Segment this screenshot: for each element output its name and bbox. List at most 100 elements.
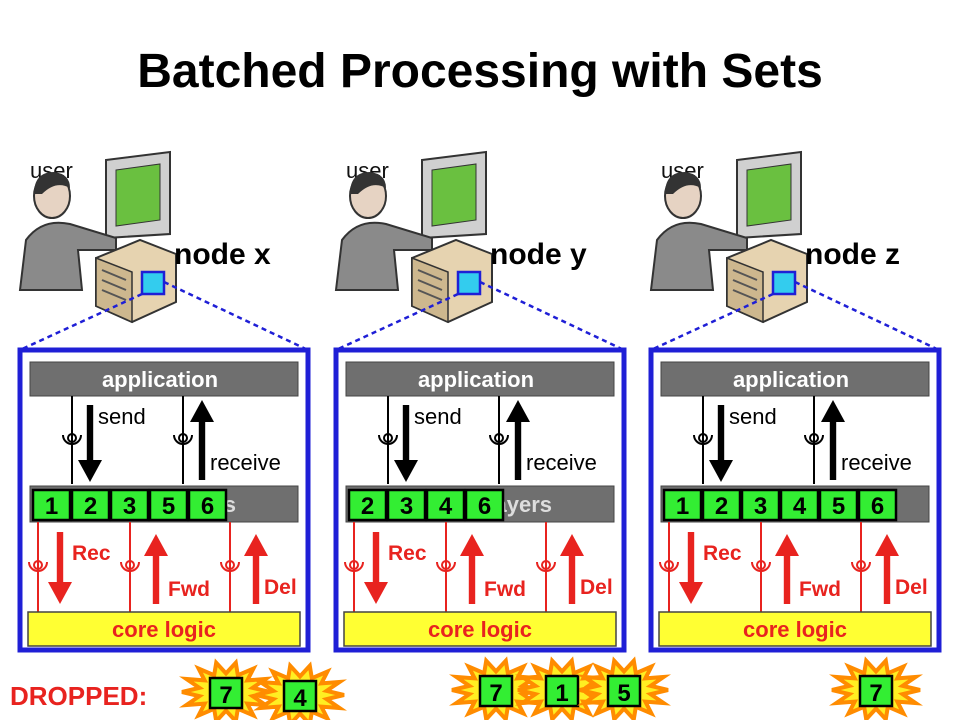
application-label: application — [418, 367, 534, 392]
projection-line — [650, 292, 774, 352]
core-sensor-icon — [120, 560, 140, 572]
dropped-item-label: 4 — [293, 685, 307, 712]
send-label: send — [98, 404, 146, 429]
application-bar — [345, 361, 615, 397]
set-item-badge: 5 — [818, 488, 859, 522]
node-chip-icon — [771, 270, 797, 296]
set-item-label: 3 — [400, 493, 413, 520]
core-logic-bar — [658, 611, 932, 647]
dropped-item: 7 — [829, 656, 923, 720]
set-item-label: 4 — [793, 493, 807, 520]
screen-icon — [115, 163, 161, 227]
core-sensor-icon — [751, 560, 771, 572]
projection-line — [479, 280, 625, 352]
fwd-label: Fwd — [168, 578, 210, 601]
set-item-badge: 6 — [187, 488, 228, 522]
fwd-arrow — [775, 534, 799, 604]
rec-arrow — [48, 532, 72, 604]
application-label: application — [102, 367, 218, 392]
receive-arrow — [506, 400, 530, 480]
core-sensor-icon — [28, 560, 48, 572]
dropped-item-label: 5 — [617, 680, 630, 707]
send-arrow — [394, 405, 418, 482]
dropped-label: DROPPED: — [10, 681, 147, 711]
dropped-item: 4 — [253, 661, 347, 720]
receive-label: receive — [526, 450, 597, 475]
person-icon — [334, 221, 433, 291]
node-chip-icon — [456, 270, 482, 296]
fwd-arrow — [460, 534, 484, 604]
set-item-badge: 2 — [347, 488, 388, 522]
send-arrow — [709, 405, 733, 482]
receive-label: receive — [210, 450, 281, 475]
set-item-label: 1 — [676, 493, 689, 520]
projection-line — [163, 280, 309, 352]
receive-sensor-icon — [489, 433, 509, 445]
send-sensor-icon — [62, 433, 82, 445]
rec-label: Rec — [703, 542, 742, 565]
application-label: application — [733, 367, 849, 392]
set-item-badge: 1 — [31, 488, 72, 522]
set-item-badge: 6 — [857, 488, 898, 522]
user-computer-icon — [649, 150, 808, 324]
set-item-badge: 4 — [425, 488, 466, 522]
user-computer-icon — [334, 150, 493, 324]
set-item-label: 2 — [84, 493, 97, 520]
screen-icon — [746, 163, 792, 227]
send-arrow — [78, 405, 102, 482]
application-bar — [660, 361, 930, 397]
fwd-arrow — [144, 534, 168, 604]
core-logic-label: core logic — [428, 617, 532, 642]
projection-line — [335, 292, 459, 352]
core-logic-label: core logic — [112, 617, 216, 642]
core-sensor-icon — [220, 560, 240, 572]
core-logic-label: core logic — [743, 617, 847, 642]
set-item-label: 5 — [832, 493, 845, 520]
person-icon — [18, 221, 117, 291]
rec-label: Rec — [72, 542, 111, 565]
send-label: send — [729, 404, 777, 429]
receive-arrow — [190, 400, 214, 480]
dropped-item-label: 7 — [219, 682, 232, 709]
projection-line — [19, 292, 143, 352]
core-sensor-icon — [659, 560, 679, 572]
core-logic-bar — [27, 611, 301, 647]
set-item-badge: 6 — [464, 488, 505, 522]
set-item-badge: 3 — [386, 488, 427, 522]
set-item-badge: 5 — [148, 488, 189, 522]
receive-arrow — [821, 400, 845, 480]
node-label: node y — [490, 238, 587, 271]
del-arrow — [244, 534, 268, 604]
rec-label: Rec — [388, 542, 427, 565]
screen-icon — [431, 163, 477, 227]
del-label: Del — [580, 576, 613, 599]
core-sensor-icon — [536, 560, 556, 572]
set-item-label: 6 — [201, 493, 214, 520]
set-item-badge: 1 — [662, 488, 703, 522]
set-item-label: 4 — [439, 493, 453, 520]
node-label: node x — [174, 238, 271, 271]
set-item-label: 6 — [478, 493, 491, 520]
page-title: Batched Processing with Sets — [137, 45, 823, 98]
set-item-label: 3 — [123, 493, 136, 520]
receive-sensor-icon — [173, 433, 193, 445]
dropped-item-label: 1 — [555, 680, 568, 707]
application-bar — [29, 361, 299, 397]
set-item-label: 6 — [871, 493, 884, 520]
receive-label: receive — [841, 450, 912, 475]
rec-arrow — [364, 532, 388, 604]
set-item-badge: 3 — [740, 488, 781, 522]
projection-line — [794, 280, 940, 352]
node-label: node z — [805, 238, 900, 271]
send-sensor-icon — [693, 433, 713, 445]
set-item-badge: 3 — [109, 488, 150, 522]
del-label: Del — [264, 576, 297, 599]
set-item-label: 1 — [45, 493, 58, 520]
core-logic-bar — [343, 611, 617, 647]
fwd-label: Fwd — [484, 578, 526, 601]
core-sensor-icon — [344, 560, 364, 572]
receive-sensor-icon — [804, 433, 824, 445]
